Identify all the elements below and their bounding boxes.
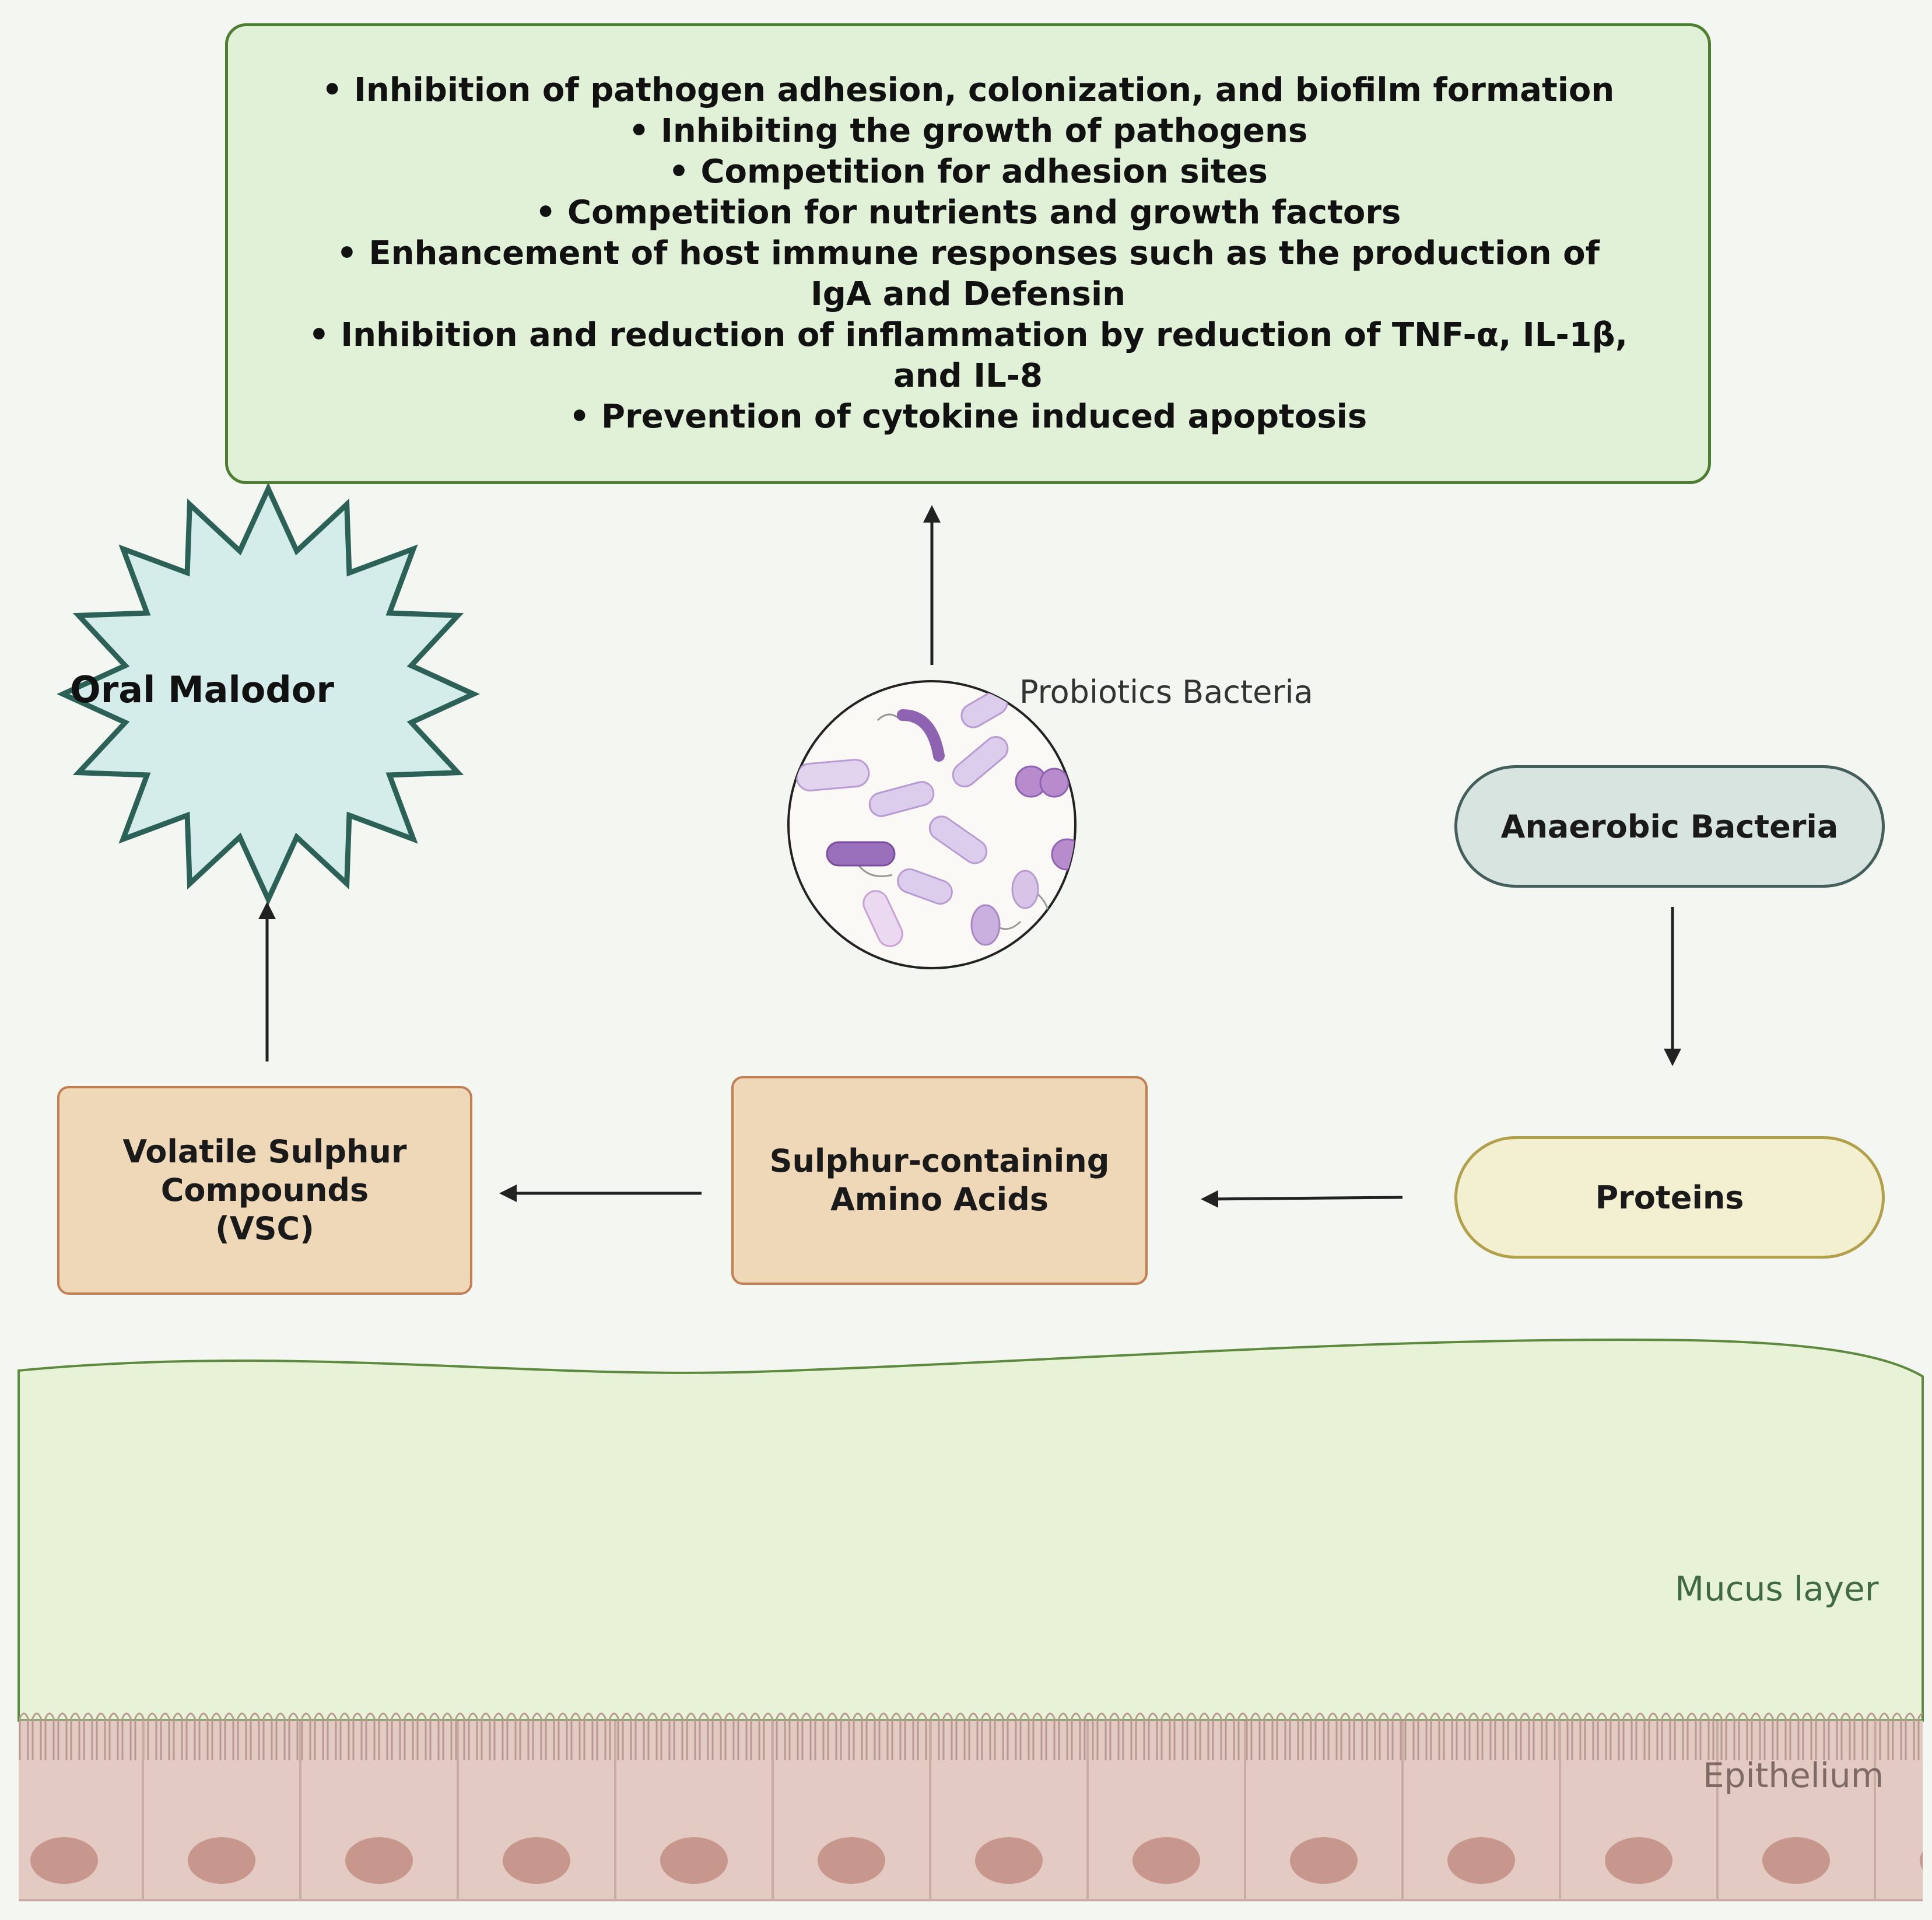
cell-nucleus [345, 1837, 413, 1884]
benefit-line: • Enhancement of host immune responses s… [336, 234, 1600, 272]
probiotic-benefits-box: • Inhibition of pathogen adhesion, colon… [225, 23, 1711, 484]
proteins-node: Proteins [1454, 1136, 1885, 1259]
benefit-line: • Inhibition and reduction of inflammati… [308, 316, 1628, 354]
cell-nucleus [1290, 1837, 1358, 1884]
benefit-line: • Competition for adhesion sites [668, 153, 1268, 191]
probiotics-bacteria-label: Probiotics Bacteria [1019, 674, 1313, 710]
epithelium-label: Epithelium [1703, 1756, 1884, 1795]
cell-nucleus [1132, 1837, 1200, 1884]
arrow-proteins-to-amino-acids [1201, 1190, 1403, 1208]
cell-nucleus [503, 1837, 570, 1884]
proteins-label: Proteins [1595, 1179, 1744, 1216]
amino-acids-label-line: Sulphur-containing [769, 1143, 1110, 1179]
mucus-layer-label: Mucus layer [1675, 1569, 1879, 1609]
cell-nucleus [30, 1837, 98, 1884]
cell-nucleus [1447, 1837, 1515, 1884]
vsc-label-line: Volatile Sulphur [122, 1133, 407, 1170]
cell-nucleus [818, 1837, 885, 1884]
cell-nucleus [975, 1837, 1043, 1884]
amino-acids-label-line: Amino Acids [830, 1181, 1049, 1218]
benefit-line: • Prevention of cytokine induced apoptos… [569, 398, 1368, 436]
mucus-layer [17, 1339, 1924, 1722]
benefit-line: IgA and Defensin [810, 275, 1126, 313]
cell-nucleus [660, 1837, 728, 1884]
anaerobic-bacteria-label: Anaerobic Bacteria [1500, 808, 1839, 845]
benefit-line: and IL-8 [893, 357, 1043, 395]
sulphur-amino-acids-node: Sulphur-containing Amino Acids [731, 1076, 1148, 1285]
cell-nucleus [1920, 1851, 1923, 1870]
benefit-line: • Inhibition of pathogen adhesion, colon… [321, 71, 1615, 109]
cell-nucleus [1762, 1837, 1830, 1884]
volatile-sulphur-compounds-node: Volatile Sulphur Compounds (VSC) [57, 1086, 472, 1295]
vsc-label-line: Compounds [160, 1172, 369, 1208]
cell-nucleus [188, 1837, 255, 1884]
vsc-label-line: (VSC) [215, 1210, 314, 1247]
oral-malodor-label: Oral Malodor [70, 668, 334, 711]
benefit-line: • Competition for nutrients and growth f… [535, 194, 1401, 232]
oral-malodor-star [57, 482, 480, 906]
epithelium-layer [19, 1712, 1923, 1901]
benefit-line: • Inhibiting the growth of pathogens [628, 112, 1308, 150]
probiotics-bacteria-illustration [787, 680, 1077, 969]
cell-nucleus [1605, 1837, 1672, 1884]
anaerobic-bacteria-node: Anaerobic Bacteria [1454, 765, 1885, 888]
